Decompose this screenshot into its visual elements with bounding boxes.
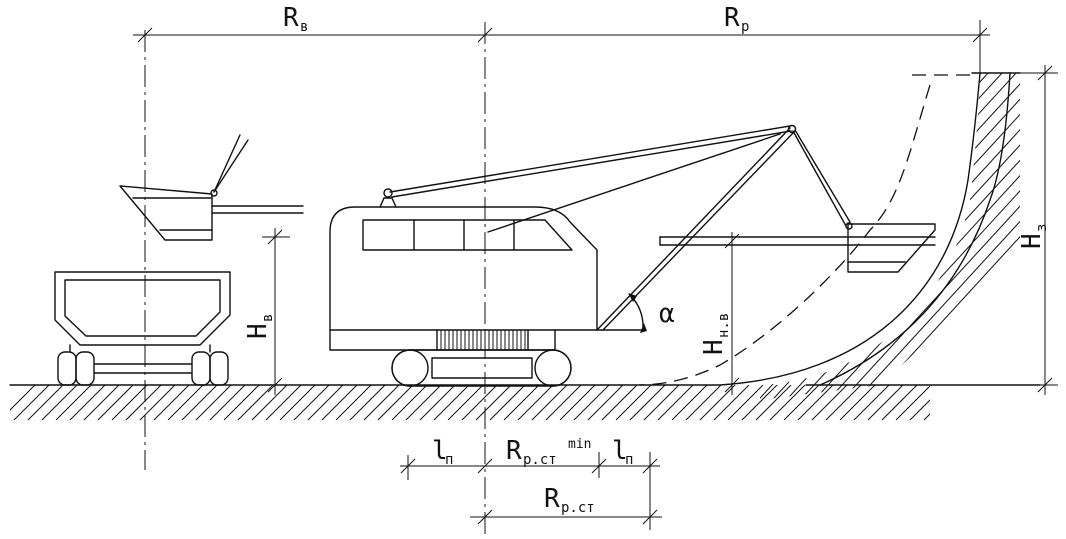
bucket-dump-position bbox=[119, 134, 304, 241]
bucket-trajectory bbox=[639, 74, 975, 386]
hv-dimension bbox=[262, 228, 290, 395]
svg-text:р.ст: р.ст bbox=[523, 452, 557, 468]
hz-dimension bbox=[1020, 65, 1058, 395]
svg-text:R: R bbox=[724, 3, 740, 33]
svg-text:в: в bbox=[260, 314, 276, 322]
svg-text:п: п bbox=[625, 452, 633, 468]
label-r-p: R р bbox=[724, 3, 749, 35]
svg-text:р: р bbox=[741, 19, 749, 35]
excavator bbox=[329, 124, 936, 387]
svg-text:H: H bbox=[699, 339, 729, 355]
svg-text:з: з bbox=[1034, 224, 1050, 232]
bank-hatching bbox=[760, 73, 1020, 400]
svg-text:H: H bbox=[1017, 233, 1047, 249]
svg-text:R: R bbox=[283, 3, 299, 33]
label-r-v: R в bbox=[283, 3, 308, 35]
svg-text:р.ст: р.ст bbox=[561, 500, 595, 516]
svg-text:н.в: н.в bbox=[716, 313, 732, 338]
pit-bank bbox=[619, 72, 1021, 400]
slewing-ring bbox=[436, 329, 529, 351]
ground-hatching bbox=[10, 385, 930, 420]
label-l-n-right: l п bbox=[612, 436, 633, 468]
ground bbox=[9, 384, 1041, 420]
svg-text:min: min bbox=[568, 437, 591, 452]
svg-text:п: п bbox=[445, 452, 453, 468]
label-h-v: H в bbox=[243, 314, 276, 339]
svg-text:R: R bbox=[544, 484, 560, 514]
svg-text:R: R bbox=[506, 436, 522, 466]
label-h-nv: H н.в bbox=[699, 313, 732, 355]
top-dimension bbox=[133, 20, 990, 75]
svg-text:H: H bbox=[243, 323, 273, 339]
label-l-n-left: l п bbox=[432, 436, 453, 468]
label-r-pst: R р.ст bbox=[544, 484, 595, 516]
bottom-dimensions bbox=[400, 452, 662, 530]
label-r-pst-min: R р.ст min bbox=[506, 436, 591, 468]
label-h-z: H з bbox=[1017, 224, 1050, 249]
svg-text:l: l bbox=[612, 436, 628, 466]
label-alpha: α bbox=[659, 299, 675, 329]
dump-truck bbox=[54, 271, 231, 386]
svg-text:l: l bbox=[432, 436, 448, 466]
svg-text:в: в bbox=[300, 19, 308, 35]
